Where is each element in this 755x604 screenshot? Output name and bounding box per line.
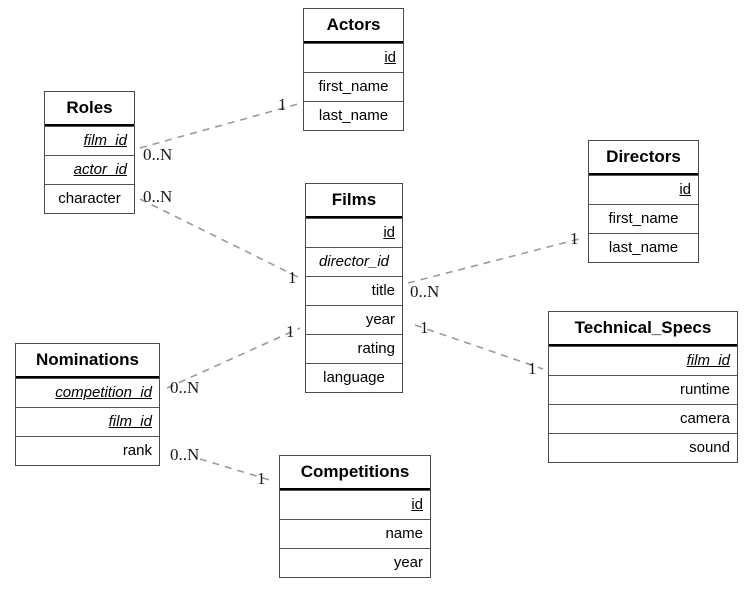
attribute-label: rating (357, 340, 395, 357)
entity-actors[interactable]: Actors id first_name last_name (303, 8, 404, 131)
cardinality-roles-actors-from: 0..N (143, 145, 173, 164)
attribute-label: film_id (83, 132, 127, 149)
entity-roles[interactable]: Roles film_id actor_id character (44, 91, 135, 214)
entity-title-directors: Directors (589, 141, 698, 175)
attribute-label: last_name (608, 239, 679, 256)
attribute-directors-first_name[interactable]: first_name (589, 204, 698, 233)
entity-title-actors: Actors (304, 9, 403, 43)
attribute-nominations-competition_id[interactable]: competition_id (16, 378, 159, 407)
attribute-label: year (393, 554, 423, 571)
attribute-label: camera (679, 410, 730, 427)
entity-title-films: Films (306, 184, 402, 218)
attribute-label: film_id (108, 413, 152, 430)
attribute-label: actor_id (73, 161, 127, 178)
cardinality-films-directors-from: 0..N (410, 282, 440, 301)
attribute-label: first_name (318, 78, 389, 95)
cardinality-nominations-competitions-to: 1 (257, 469, 266, 488)
attribute-actors-id[interactable]: id (304, 43, 403, 72)
attribute-technical_specs-runtime[interactable]: runtime (549, 375, 737, 404)
attribute-roles-film_id[interactable]: film_id (45, 126, 134, 155)
attribute-label: runtime (679, 381, 730, 398)
attribute-label: director_id (318, 253, 390, 270)
relationship-line-roles-actors (139, 103, 299, 149)
attribute-technical_specs-film_id[interactable]: film_id (549, 346, 737, 375)
attribute-competitions-name[interactable]: name (280, 519, 430, 548)
attribute-films-id[interactable]: id (306, 218, 402, 247)
relationship-line-films-directors (407, 237, 584, 284)
attribute-competitions-id[interactable]: id (280, 490, 430, 519)
entity-title-technical_specs: Technical_Specs (549, 312, 737, 346)
attribute-roles-actor_id[interactable]: actor_id (45, 155, 134, 184)
attribute-label: competition_id (55, 384, 152, 401)
attribute-label: rank (122, 442, 152, 459)
attribute-films-title[interactable]: title (306, 276, 402, 305)
attribute-competitions-year[interactable]: year (280, 548, 430, 577)
cardinality-nominations-films-from: 0..N (170, 378, 200, 397)
attribute-directors-last_name[interactable]: last_name (589, 233, 698, 262)
attribute-nominations-film_id[interactable]: film_id (16, 407, 159, 436)
attribute-roles-character[interactable]: character (45, 184, 134, 213)
entity-title-nominations: Nominations (16, 344, 159, 378)
attribute-films-year[interactable]: year (306, 305, 402, 334)
attribute-technical_specs-sound[interactable]: sound (549, 433, 737, 462)
attribute-label: id (411, 496, 423, 513)
cardinality-films-technical-specs-from: 1 (420, 318, 429, 337)
cardinality-roles-actors-to: 1 (278, 95, 287, 114)
relationship-line-films-technical-specs (414, 324, 544, 370)
attribute-directors-id[interactable]: id (589, 175, 698, 204)
attribute-nominations-rank[interactable]: rank (16, 436, 159, 465)
attribute-label: character (58, 190, 121, 207)
attribute-label: name (385, 525, 423, 542)
cardinality-nominations-competitions-from: 0..N (170, 445, 200, 464)
cardinality-roles-films-from: 0..N (143, 187, 173, 206)
attribute-technical_specs-camera[interactable]: camera (549, 404, 737, 433)
entity-title-roles: Roles (45, 92, 134, 126)
attribute-label: id (384, 49, 396, 66)
attribute-label: last_name (318, 107, 389, 124)
entity-competitions[interactable]: Competitions id name year (279, 455, 431, 578)
cardinality-nominations-films-to: 1 (286, 322, 295, 341)
attribute-label: id (383, 224, 395, 241)
attribute-label: language (323, 369, 385, 386)
attribute-label: year (365, 311, 395, 328)
attribute-films-rating[interactable]: rating (306, 334, 402, 363)
attribute-label: title (371, 282, 395, 299)
attribute-actors-last_name[interactable]: last_name (304, 101, 403, 130)
cardinality-films-technical-specs-to: 1 (528, 359, 537, 378)
attribute-label: sound (689, 439, 730, 456)
attribute-label: film_id (686, 352, 730, 369)
attribute-films-language[interactable]: language (306, 363, 402, 392)
attribute-label: id (679, 181, 691, 198)
entity-title-competitions: Competitions (280, 456, 430, 490)
attribute-label: first_name (608, 210, 679, 227)
cardinality-films-directors-to: 1 (570, 229, 579, 248)
attribute-films-director_id[interactable]: director_id (306, 247, 402, 276)
attribute-actors-first_name[interactable]: first_name (304, 72, 403, 101)
relationship-line-roles-films (139, 198, 301, 279)
cardinality-roles-films-to: 1 (288, 268, 297, 287)
